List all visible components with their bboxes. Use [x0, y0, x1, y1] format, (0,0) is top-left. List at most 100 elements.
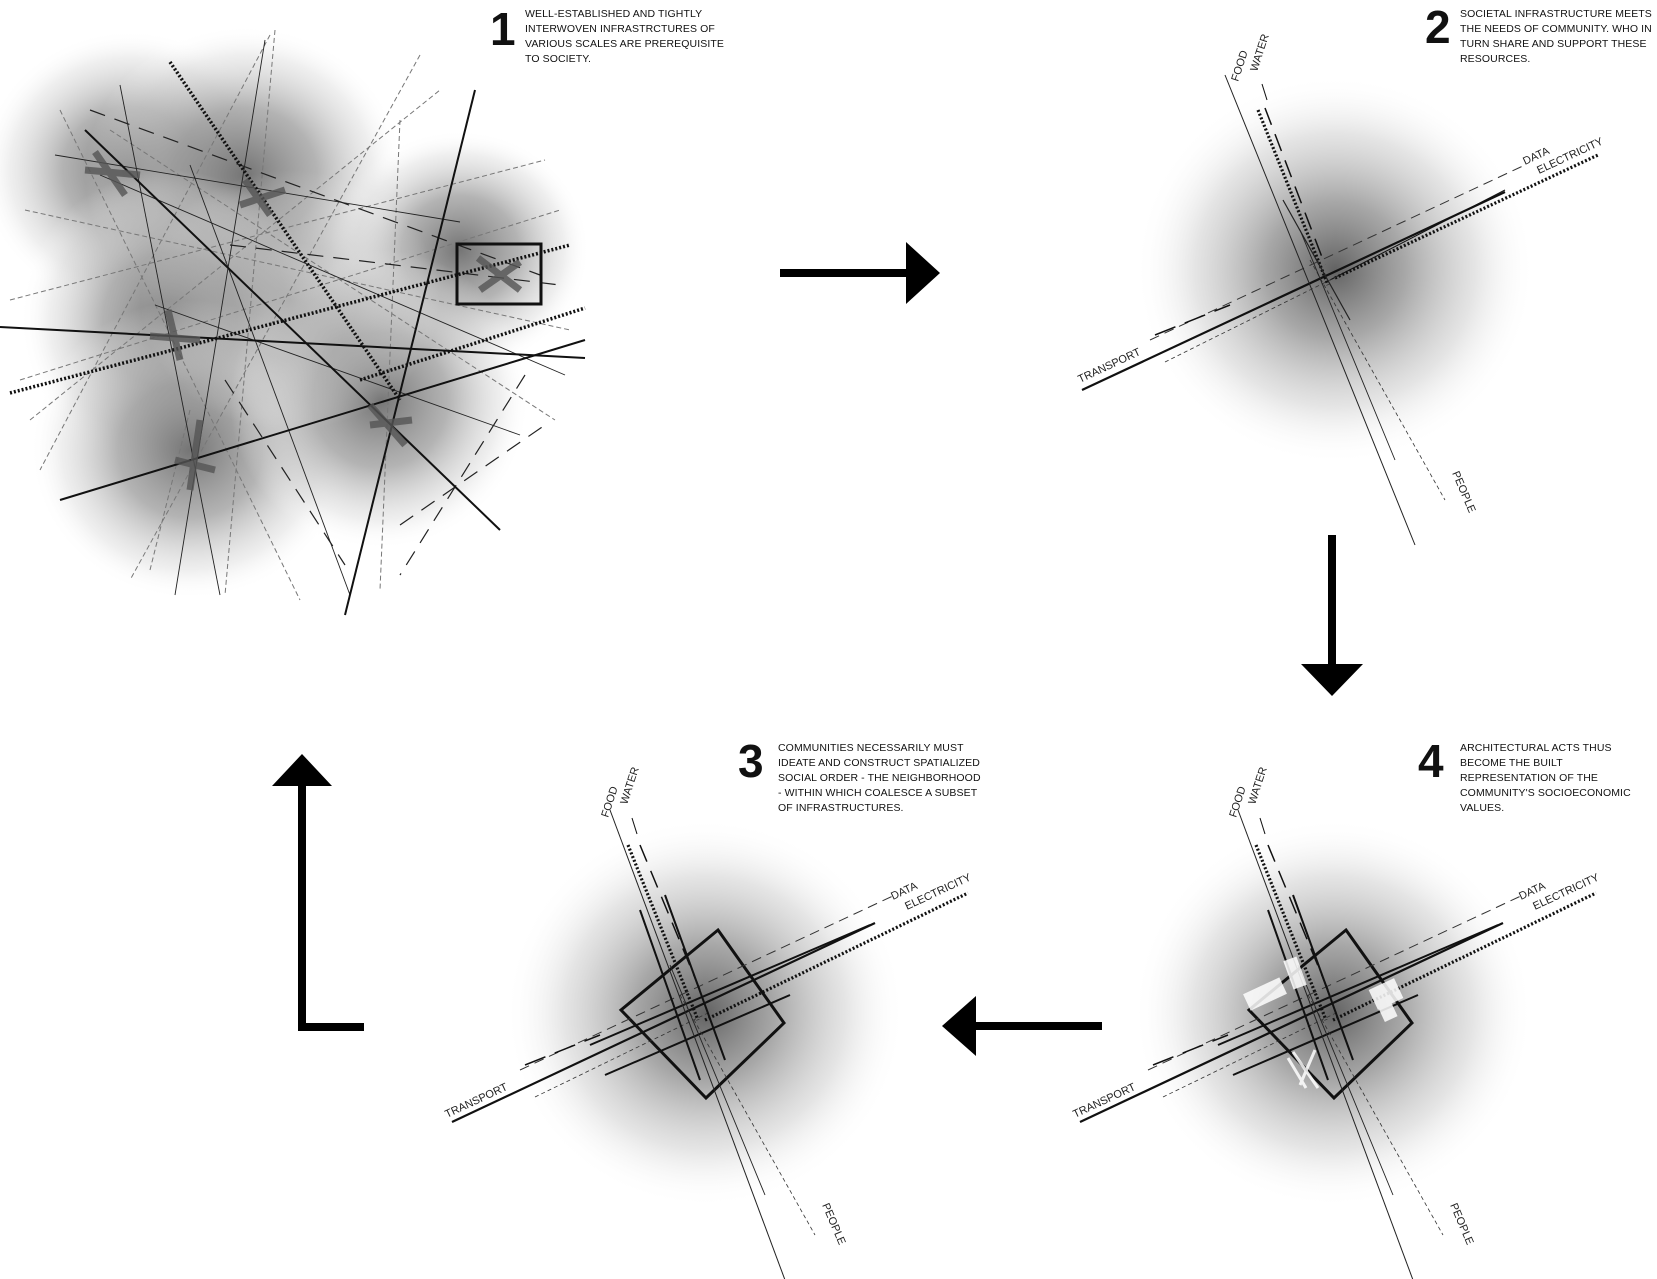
panel-3-cloud [505, 818, 905, 1208]
panel-2-vertical-a [1299, 229, 1396, 461]
step-4-number: 4 [1418, 735, 1444, 787]
panel-4-tick [1259, 817, 1266, 835]
arrow-up-return [272, 754, 364, 1031]
step-2-text: SOCIETAL INFRASTRUCTURE MEETS THE NEEDS … [1460, 8, 1652, 65]
panel-4-building-line [1298, 1049, 1317, 1086]
panel-1-line [0, 326, 586, 359]
panel-1-node [238, 186, 287, 209]
panel-3-people-line [679, 994, 816, 1236]
panel-2-label-water: WATER [1248, 33, 1271, 73]
panel-1-line [24, 209, 571, 331]
step-3-text: COMMUNITIES NECESSARILY MUST IDEATE AND … [778, 742, 981, 814]
arrow-down [1301, 535, 1363, 696]
panel-1-line [224, 379, 346, 566]
panel-4-label-transport: TRANSPORT [1071, 1081, 1138, 1121]
panel-2-data-dash [1149, 164, 1526, 341]
panel-3-road-vertical [664, 894, 726, 1061]
panel-1-node [186, 419, 204, 491]
panel-4-road-vertical [1267, 909, 1329, 1081]
panel-3-neighborhood: WATER FOOD DATA ELECTRICITY TRANSPORT PE… [443, 766, 974, 1279]
panel-1-line [129, 54, 421, 581]
panel-3-label-water: WATER [618, 766, 641, 806]
panel-1-line [229, 244, 561, 286]
panel-4-label-people: PEOPLE [1447, 1201, 1475, 1246]
step-1-number: 1 [490, 3, 516, 55]
panel-2-label-people: PEOPLE [1449, 469, 1477, 514]
panel-2-water-dotted [1256, 109, 1330, 286]
panel-4-people-line [1307, 994, 1444, 1236]
panel-1-line [174, 39, 266, 596]
panel-3-neighborhood-square [618, 927, 786, 1101]
panel-2-data-line [1329, 189, 1506, 281]
panel-4-road-line [1217, 924, 1499, 1046]
panel-1-line [39, 34, 271, 471]
panel-4-building-block [1243, 977, 1287, 1011]
panel-4-building-block [1368, 978, 1404, 1010]
panel-3-water-dotted [626, 844, 700, 1021]
panel-1-line [359, 306, 586, 382]
panel-1-line [399, 424, 546, 526]
panel-1-line [168, 61, 402, 401]
panel-1-line [19, 209, 561, 381]
panel-3-transport-dash [524, 1034, 601, 1066]
step-2-number: 2 [1425, 1, 1451, 53]
panel-4-vertical-a [1297, 964, 1394, 1196]
panel-1-network [0, 25, 590, 616]
panel-1-line [149, 409, 191, 571]
panel-4-building-line [1286, 1057, 1308, 1089]
panel-1-line [344, 89, 476, 616]
panel-3-road-line [589, 924, 871, 1046]
panel-2-food-line [1224, 74, 1416, 546]
panel-3-data-dash [519, 894, 896, 1071]
panel-1-line [399, 374, 526, 576]
panel-3-food-line [609, 809, 786, 1279]
panel-1-line [9, 243, 571, 395]
panel-2-transport-dash [1154, 304, 1231, 336]
panel-4-label-water: WATER [1246, 766, 1269, 806]
panel-4-architecture: WATER FOOD DATA ELECTRICITY TRANSPORT PE… [1071, 766, 1602, 1279]
panel-1-line [379, 119, 401, 591]
panel-2-cloud [1135, 75, 1535, 465]
panel-4-transport-line [1079, 922, 1504, 1123]
panel-1-node [84, 166, 141, 179]
panel-3-label-transport: TRANSPORT [443, 1081, 510, 1121]
panel-3-vertical-a [669, 964, 766, 1196]
panel-1-line [154, 304, 521, 436]
panel-3-tick [631, 817, 638, 835]
panel-1-node [477, 259, 523, 293]
panel-1-line [84, 129, 501, 531]
panel-1-node [369, 416, 413, 429]
panel-2-transport-secondary [1164, 274, 1341, 363]
panel-1-cloud [140, 170, 440, 430]
panel-3-electricity-line [704, 891, 969, 1022]
step-3-number: 3 [738, 735, 764, 787]
panel-1-line [224, 29, 276, 596]
panel-4-road-vertical [1292, 894, 1354, 1061]
step-4-text: ARCHITECTURAL ACTS THUS BECOME THE BUILT… [1460, 742, 1631, 814]
panel-2-vertical-b [1282, 199, 1351, 321]
panel-1-node [174, 456, 216, 474]
panel-1-line [59, 339, 586, 501]
step-1-text: WELL-ESTABLISHED AND TIGHTLY INTERWOVEN … [525, 8, 724, 65]
panel-2-people-line [1309, 259, 1446, 501]
arrow-left [942, 996, 1102, 1056]
panel-1-line [89, 109, 541, 276]
panel-2-water-line [1264, 107, 1326, 266]
panel-3-label-people: PEOPLE [819, 1201, 847, 1246]
panel-4-building-block [1376, 997, 1398, 1023]
panel-4-transport-dash [1152, 1034, 1229, 1066]
panel-3-road-vertical [639, 909, 701, 1081]
panel-4-food-line [1237, 809, 1414, 1279]
panel-1-line [189, 164, 351, 596]
panel-4-building-block [1283, 956, 1307, 990]
panel-4-cloud [1133, 818, 1533, 1208]
panel-2-transport-line [1081, 191, 1506, 391]
panel-4-data-dash [1147, 894, 1524, 1071]
panel-1-focus-box [455, 242, 543, 306]
panel-1-line [9, 159, 546, 301]
panel-2-electricity-line [1334, 153, 1599, 280]
panel-2-community-node: WATER FOOD DATA ELECTRICITY TRANSPORT PE… [1076, 33, 1606, 546]
panel-1-node [149, 332, 201, 344]
panel-3-road-line [604, 994, 791, 1076]
